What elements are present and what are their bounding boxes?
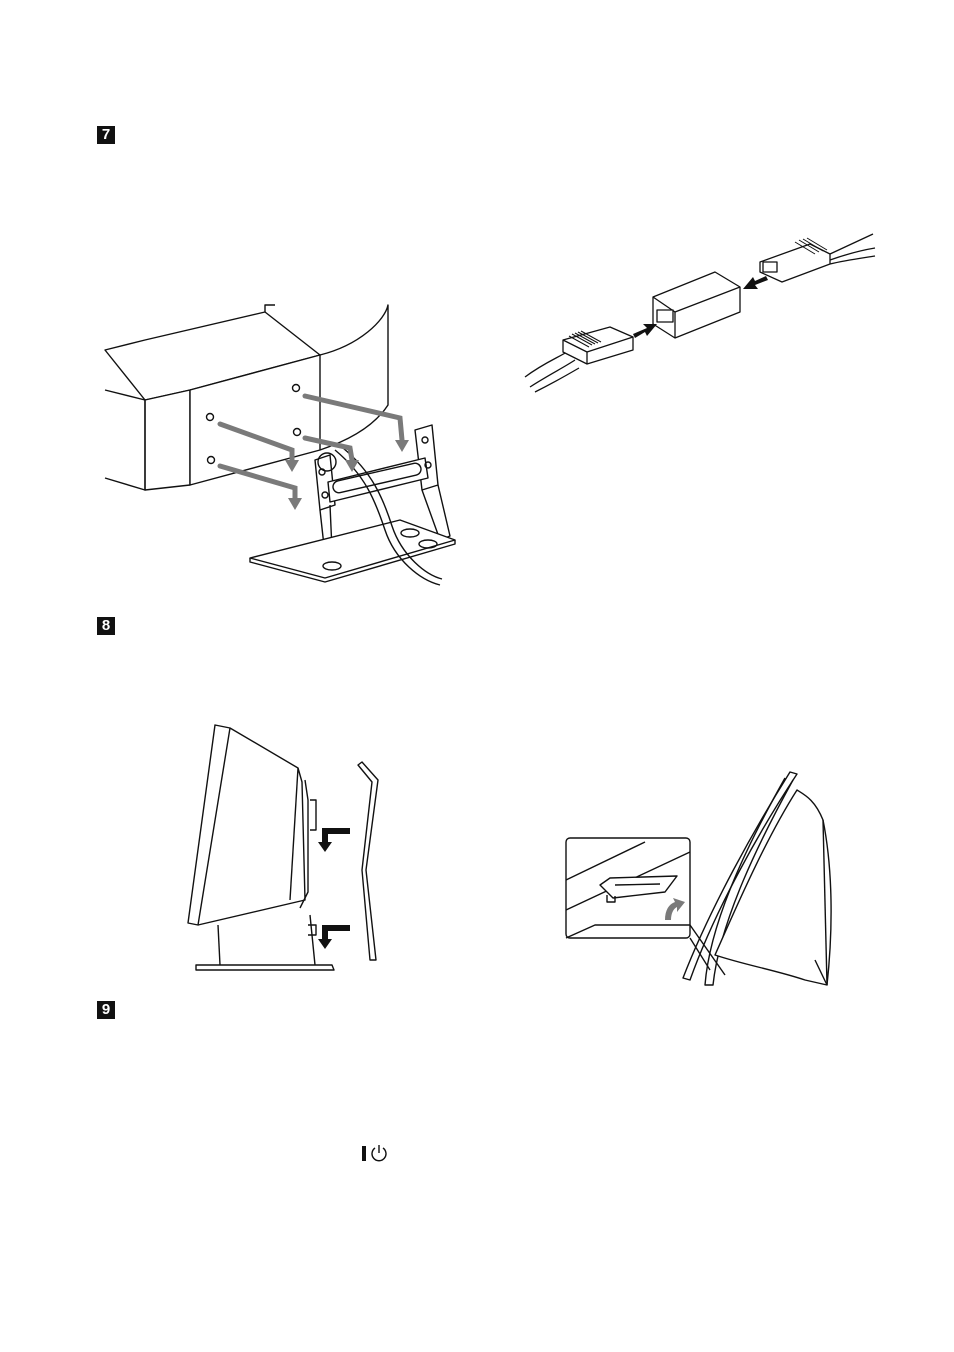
speaker-bracket-closeup-illustration [565, 770, 840, 990]
power-symbol-icon [370, 1144, 388, 1162]
power-bar-icon [362, 1146, 366, 1161]
step-9-badge: 9 [97, 1001, 115, 1019]
step-8-badge: 8 [97, 617, 115, 635]
step-7-badge: 7 [97, 126, 115, 144]
speaker-stand-mount-illustration [100, 300, 460, 595]
power-symbol [362, 1142, 388, 1164]
speaker-side-bracket-illustration [190, 720, 385, 975]
cable-connector-illustration [525, 232, 875, 392]
